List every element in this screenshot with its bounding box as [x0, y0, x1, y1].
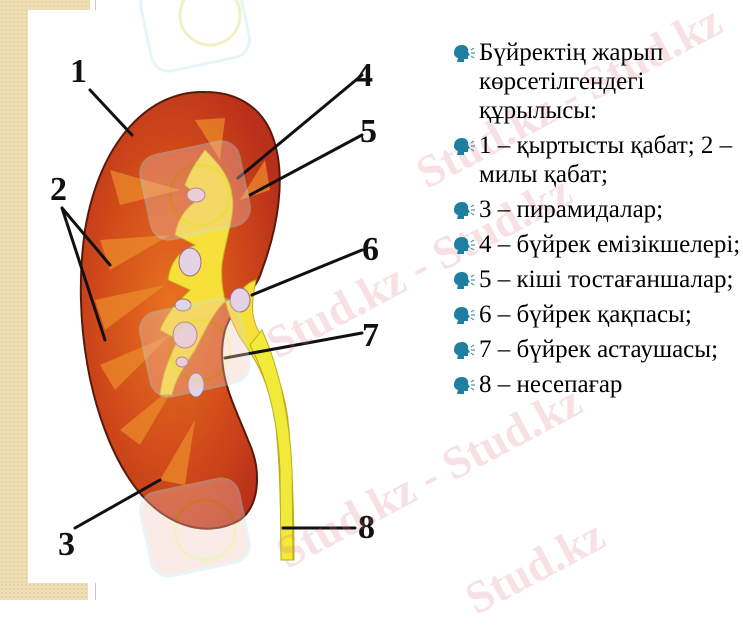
speaking-head-icon [454, 377, 475, 394]
legend-item: 7 – бүйрек астаушасы; [452, 335, 743, 364]
label-2: 2 [50, 171, 67, 208]
legend-text: 1 – қыртысты қабат; 2 – милы қабат; [479, 132, 733, 188]
label-3: 3 [58, 526, 75, 563]
speaking-head-icon [454, 272, 475, 289]
legend-item: 4 – бүйрек емізікшелері; [452, 230, 743, 259]
background-strip-bottom [0, 583, 88, 600]
legend-item: 1 – қыртысты қабат; 2 – милы қабат; [452, 131, 743, 189]
legend-item: Бүйректің жарып көрсетілгендегі құрылысы… [452, 38, 743, 125]
kidney-diagram: 1 2 3 4 5 6 7 8 [50, 0, 379, 578]
label-8: 8 [358, 509, 375, 546]
legend-panel: Бүйректің жарып көрсетілгендегі құрылысы… [452, 38, 743, 405]
background-strip [0, 0, 28, 600]
label-6: 6 [362, 231, 379, 268]
watermark: Stud.kz [456, 508, 613, 625]
legend-item: 5 – кіші тостағаншалар; [452, 265, 743, 294]
speaking-head-icon [454, 138, 475, 155]
legend-text: 7 – бүйрек астаушасы; [479, 336, 719, 363]
divider-top [95, 0, 96, 10]
background-strip-top [28, 0, 90, 10]
label-7: 7 [362, 317, 379, 354]
legend-text: Бүйректің жарып көрсетілгендегі құрылысы… [479, 39, 664, 124]
label-5: 5 [360, 113, 377, 150]
speaking-head-icon [454, 237, 475, 254]
label-1: 1 [70, 53, 87, 90]
speaking-head-icon [454, 307, 475, 324]
ureter [249, 329, 294, 561]
legend-text: 3 – пирамидалар; [479, 196, 664, 223]
legend-item: 8 – несепағар [452, 370, 743, 399]
label-4: 4 [356, 57, 373, 94]
legend-item: 6 – бүйрек қақпасы; [452, 300, 743, 329]
speaking-head-icon [454, 202, 475, 219]
legend-text: 5 – кіші тостағаншалар; [479, 266, 734, 293]
speaking-head-icon [454, 45, 475, 62]
divider [95, 583, 96, 600]
legend-item: 3 – пирамидалар; [452, 195, 743, 224]
speaking-head-icon [454, 342, 475, 359]
legend-text: 6 – бүйрек қақпасы; [479, 301, 692, 328]
legend-text: 8 – несепағар [479, 371, 623, 398]
legend-text: 4 – бүйрек емізікшелері; [479, 231, 741, 258]
